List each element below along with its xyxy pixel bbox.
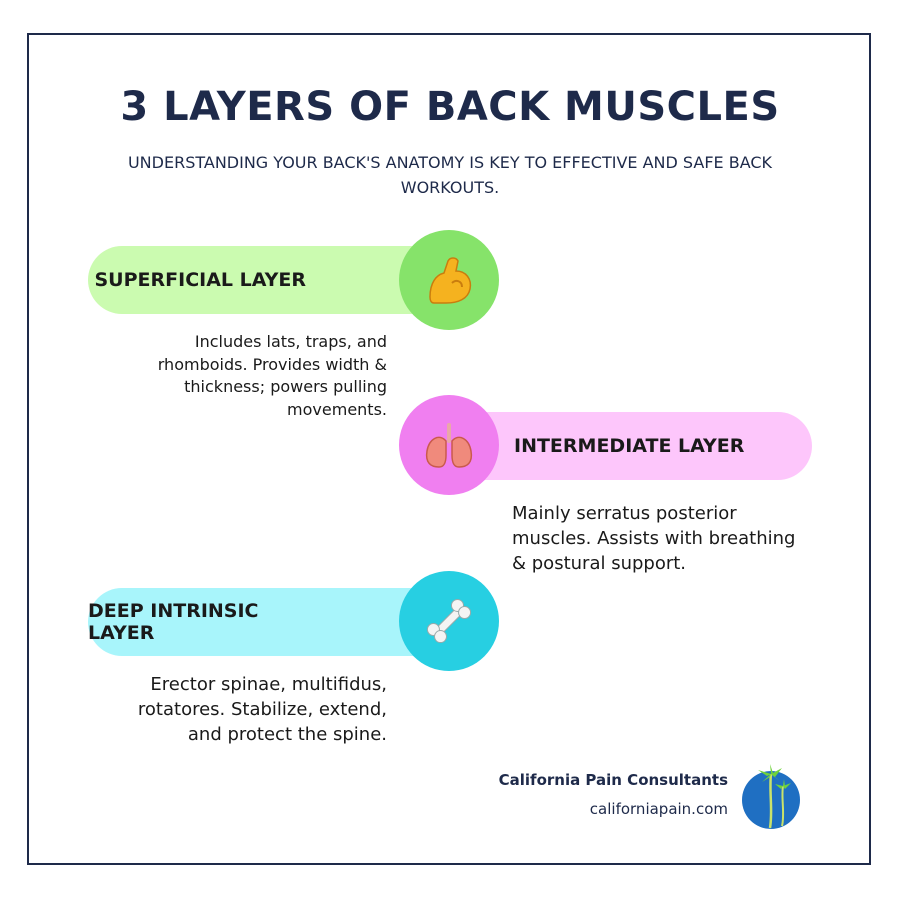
intermediate-layer-pill: INTERMEDIATE LAYER [482, 412, 812, 480]
bone-icon [426, 598, 472, 644]
page-subtitle: UNDERSTANDING YOUR BACK'S ANATOMY IS KEY… [127, 153, 773, 197]
lungs-icon [425, 423, 473, 468]
deep-intrinsic-layer-pill: DEEP INTRINSIC LAYER [88, 588, 418, 656]
deep-intrinsic-layer-label: DEEP INTRINSIC LAYER [88, 600, 259, 644]
deep-intrinsic-layer-description: Erector spinae, multifidus, rotatores. S… [137, 674, 387, 745]
intermediate-layer-label: INTERMEDIATE LAYER [514, 435, 745, 457]
superficial-layer-icon-circle [399, 230, 499, 330]
brand-url[interactable]: californiapain.com [589, 800, 728, 818]
flexed-biceps-icon [429, 257, 472, 304]
intermediate-layer-icon-circle [399, 395, 499, 495]
page-title: 3 LAYERS OF BACK MUSCLES [120, 84, 780, 130]
intermediate-layer-description: Mainly serratus posterior muscles. Assis… [512, 503, 796, 574]
infographic-frame [27, 33, 871, 865]
palm-tree-globe-logo [740, 762, 802, 830]
brand-name: California Pain Consultants [498, 771, 728, 789]
superficial-layer-pill: SUPERFICIAL LAYER [88, 246, 418, 314]
superficial-layer-description: Includes lats, traps, and rhomboids. Pro… [157, 332, 387, 419]
superficial-layer-label: SUPERFICIAL LAYER [94, 269, 307, 291]
deep-intrinsic-layer-icon-circle [399, 571, 499, 671]
